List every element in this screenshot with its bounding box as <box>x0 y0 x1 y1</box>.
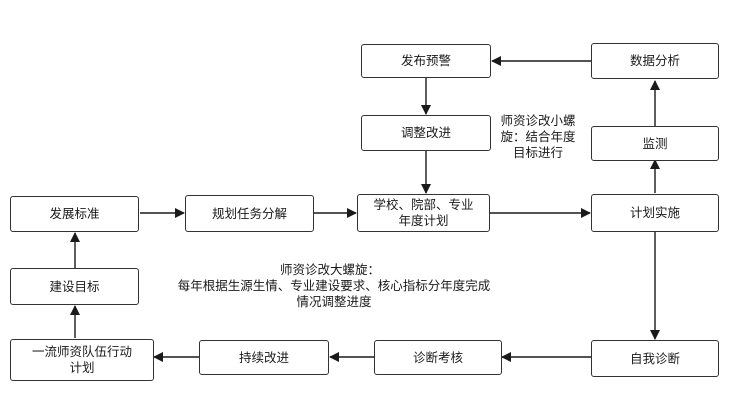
node-annual-plan: 学校、院部、专业年度计划 <box>357 194 490 232</box>
node-self-diagnosis: 自我诊断 <box>591 340 719 377</box>
note-small-spiral: 师资诊改小螺旋：结合年度目标进行 <box>500 113 576 160</box>
note-big-spiral-body: 每年根据生源生情、专业建设要求、核心指标分年度完成情况调整进度 <box>177 278 491 309</box>
node-adjust-improve: 调整改进 <box>361 115 491 151</box>
node-plan-implementation: 计划实施 <box>591 194 719 232</box>
node-data-analysis: 数据分析 <box>591 43 719 79</box>
note-big-spiral-title: 师资诊改大螺旋： <box>279 262 380 277</box>
node-continuous-improvement: 持续改进 <box>199 340 329 375</box>
node-development-standard: 发展标准 <box>10 196 139 232</box>
node-publish-warning: 发布预警 <box>361 44 491 78</box>
node-team-action-plan: 一流师资队伍行动计划 <box>10 339 154 381</box>
node-build-goal: 建设目标 <box>10 268 139 305</box>
node-task-breakdown: 规划任务分解 <box>185 195 314 232</box>
node-diagnosis-evaluation: 诊断考核 <box>374 340 502 375</box>
node-monitor: 监测 <box>591 126 719 161</box>
